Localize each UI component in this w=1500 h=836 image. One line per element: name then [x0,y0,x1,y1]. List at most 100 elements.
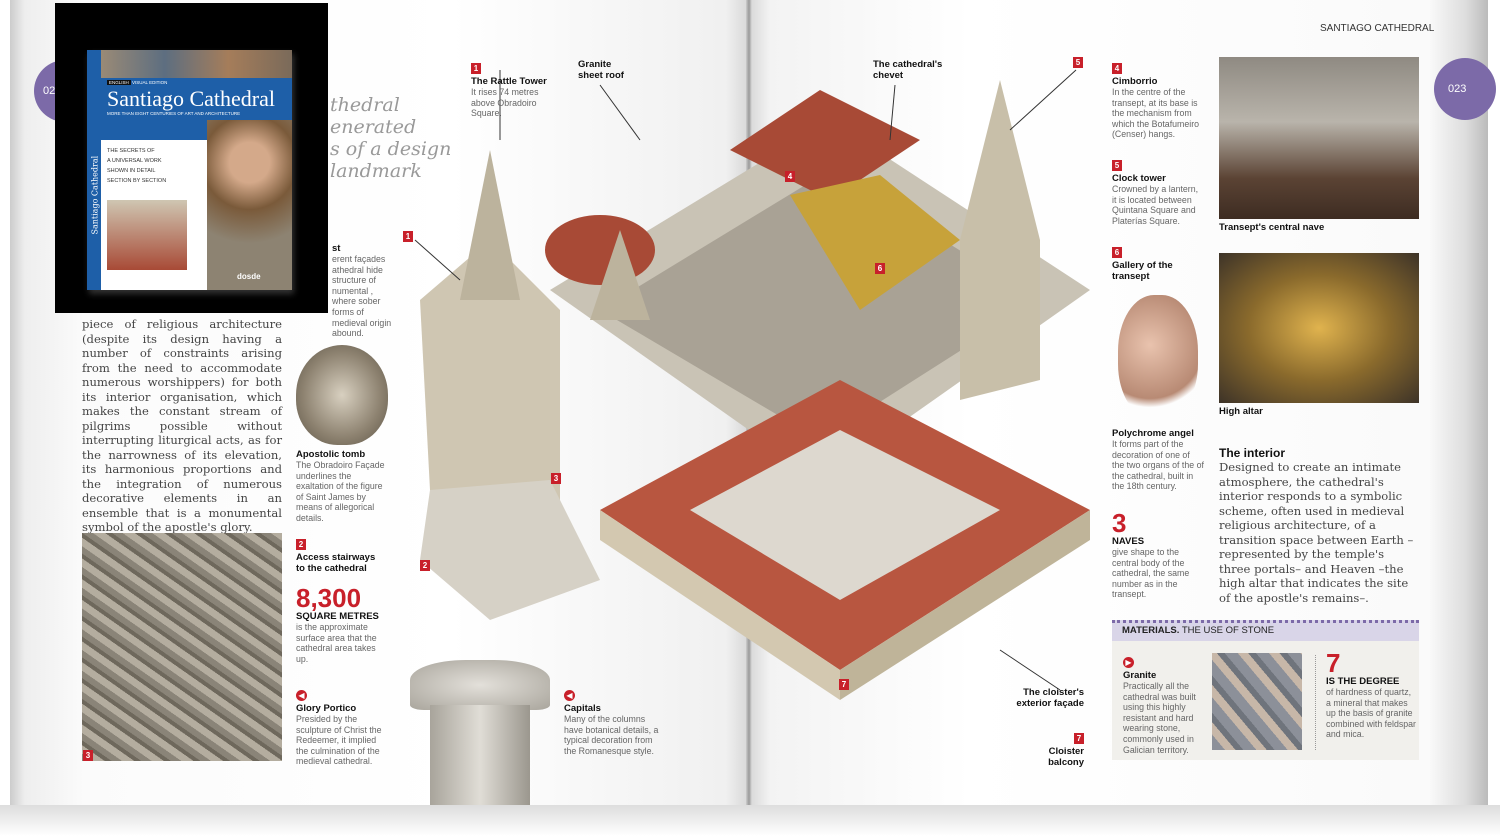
caption-text: It rises 74 metres above Obradoiro Squar… [471,87,539,119]
stat-value: 3 [1112,508,1127,538]
caption-text: It forms part of the decoration of one o… [1112,439,1204,492]
interior-section: The interior Designed to create an intim… [1219,446,1419,605]
marker: 2 [296,539,306,550]
caption-text: In the centre of the transept, at its ba… [1112,87,1200,140]
section-title: The interior [1219,446,1286,460]
cover-brand-logo: dosde [237,272,261,281]
stat-text: of hardness of quartz, a mineral that ma… [1326,687,1416,740]
caption-text: Presided by the sculpture of Christ the … [296,714,382,767]
marker: 7 [1074,733,1084,744]
label-cloister-facade: The cloister's exterior façade [1000,687,1084,709]
red-roof [730,90,920,200]
caption-title: The cloister's exterior façade [1016,687,1084,709]
cover-title: Santiago Cathedral [107,86,276,111]
apostolic-tomb-image [296,345,388,445]
running-title: SANTIAGO CATHEDRAL [1320,23,1435,34]
materials-title: MATERIALS. [1122,625,1180,636]
caption-title: Cloister balcony [1048,746,1084,768]
label-granite-roof: Granite sheet roof [578,59,638,81]
spine-title: Santiago Cathedral [90,155,100,235]
granite-photo [1212,653,1302,750]
headline-line: landmark [330,160,422,182]
glory-portico-image [82,533,282,761]
book-cover-inset: Santiago Cathedral ENGLISH VISUAL EDITIO… [55,3,328,313]
cover-title-band: ENGLISH VISUAL EDITION Santiago Cathedra… [101,78,292,140]
section-text: Designed to create an intimate atmospher… [1219,460,1414,605]
altar-photo-caption: High altar [1219,406,1263,417]
cloister-facade [600,510,840,700]
caption-title: Gallery of the transept [1112,260,1173,282]
arrow-left-icon: ◀ [296,690,307,701]
caption-text: The Obradoiro Façade underlines the exal… [296,460,385,523]
marker: 6 [1112,247,1122,258]
marker: 2 [420,560,430,571]
dome-roof [545,215,655,285]
leader-line [999,649,1061,691]
stat-unit: SQUARE METRES [296,611,379,622]
column-shaft [430,705,530,805]
blurb-line: SHOWN IN DETAIL [107,168,156,174]
tower [590,230,650,320]
cover-language: ENGLISH [107,80,131,85]
interior-gold [790,175,960,310]
arrow-right-icon: ▶ [1123,657,1134,668]
capital-column-image [410,660,550,710]
headline-line: s of a design [330,138,452,160]
caption-title: Polychrome angel [1112,428,1194,439]
caption-title: Granite sheet roof [578,59,624,81]
stairways [420,480,600,620]
cloister-facade-side [840,510,1090,700]
cover-saint-james-image [207,120,292,290]
marker: 7 [839,679,849,690]
polychrome-angel-image [1118,295,1198,420]
stat-unit: IS THE DEGREE [1326,676,1400,687]
materials-header: MATERIALS. THE USE OF STONE [1112,620,1419,641]
leader-line [889,84,896,141]
headline-line: enerated [330,116,417,138]
book-spine: Santiago Cathedral [87,50,101,290]
marker: 5 [1112,160,1122,171]
caption-title: Apostolic tomb [296,449,366,460]
marker: 5 [1073,57,1083,68]
caption-title: The cathedral's chevet [873,59,943,81]
marker: 6 [875,263,885,274]
marker: 3 [83,750,93,761]
caption-title: Cimborrio [1112,76,1158,87]
nave-photo-caption: Transept's central nave [1219,222,1325,233]
cloister-courtyard [690,430,1000,600]
materials-subtitle: THE USE OF STONE [1181,625,1275,636]
blurb-line: THE SECRETS OF [107,148,155,154]
book-cover: Santiago Cathedral ENGLISH VISUAL EDITIO… [87,50,292,290]
marker: 3 [551,473,561,484]
stat-value: 7 [1326,648,1341,678]
book-shadow [0,805,1500,836]
right-page-number: 023 [1434,58,1496,120]
stat-text: is the approximate surface area that the… [296,622,377,664]
marker: 4 [1112,63,1122,74]
caption-text: Practically all the cathedral was built … [1123,681,1196,755]
cover-cathedral-image [107,200,187,270]
cathedral-illustration [414,69,1090,700]
marker: 4 [785,171,795,182]
label-chevet: The cathedral's chevet [873,59,953,81]
caption-title: Glory Portico [296,703,357,714]
caption-title: The Rattle Tower [471,76,547,87]
caption-title: Capitals [564,703,601,714]
intro-text: piece of religious architecture (despite… [82,317,282,534]
altar-photo [1219,253,1419,403]
stat-value: 8,300 [296,583,362,613]
caption-title: Clock tower [1112,173,1166,184]
